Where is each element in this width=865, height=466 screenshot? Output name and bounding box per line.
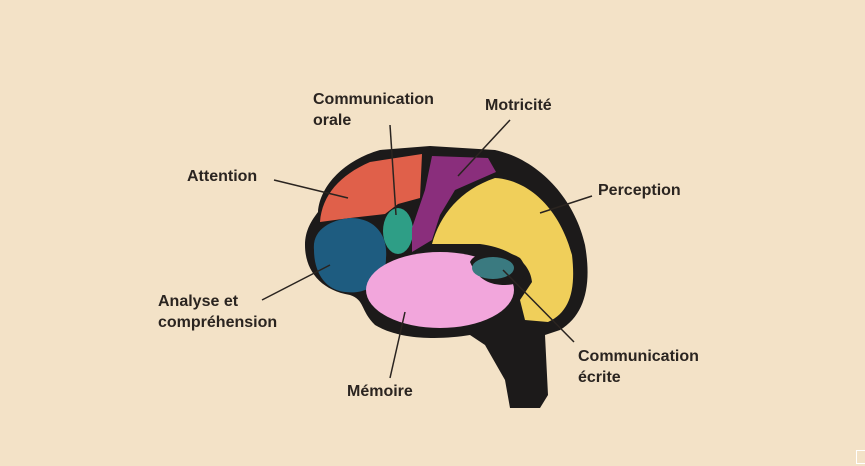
label-perception: Perception: [598, 182, 681, 199]
label-communication-orale: Communication orale: [313, 89, 434, 131]
leader-line-perception: [539, 195, 593, 214]
leader-line-communication-orale: [389, 124, 397, 216]
leader-lines: [261, 119, 593, 379]
label-analyse: Analyse et compréhension: [158, 291, 277, 333]
region-motricite: [412, 156, 496, 252]
label-line: orale: [313, 112, 352, 129]
region-analyse: [313, 218, 387, 293]
leader-line-attention: [273, 179, 349, 199]
label-memoire: Mémoire: [347, 383, 413, 400]
label-line: écrite: [578, 369, 621, 386]
label-line: Communication: [578, 348, 699, 365]
label-attention: Attention: [187, 168, 258, 185]
region-attention: [320, 154, 422, 222]
label-line: compréhension: [158, 314, 278, 331]
region-perception: [432, 178, 574, 322]
leader-line-motricite: [457, 119, 511, 177]
label-line: Communication: [313, 91, 434, 108]
label-line: Analyse et: [158, 293, 239, 310]
leader-line-memoire: [389, 311, 406, 379]
region-communication-orale: [383, 208, 413, 254]
region-communication-ecrite: [472, 257, 514, 279]
fullscreen-icon[interactable]: [856, 450, 865, 464]
leader-line-communication-ecrite: [502, 269, 575, 343]
label-communication-ecrite: Communication écrite: [578, 346, 699, 388]
label-motricite: Motricité: [485, 97, 552, 114]
leader-line-analyse: [261, 264, 331, 301]
